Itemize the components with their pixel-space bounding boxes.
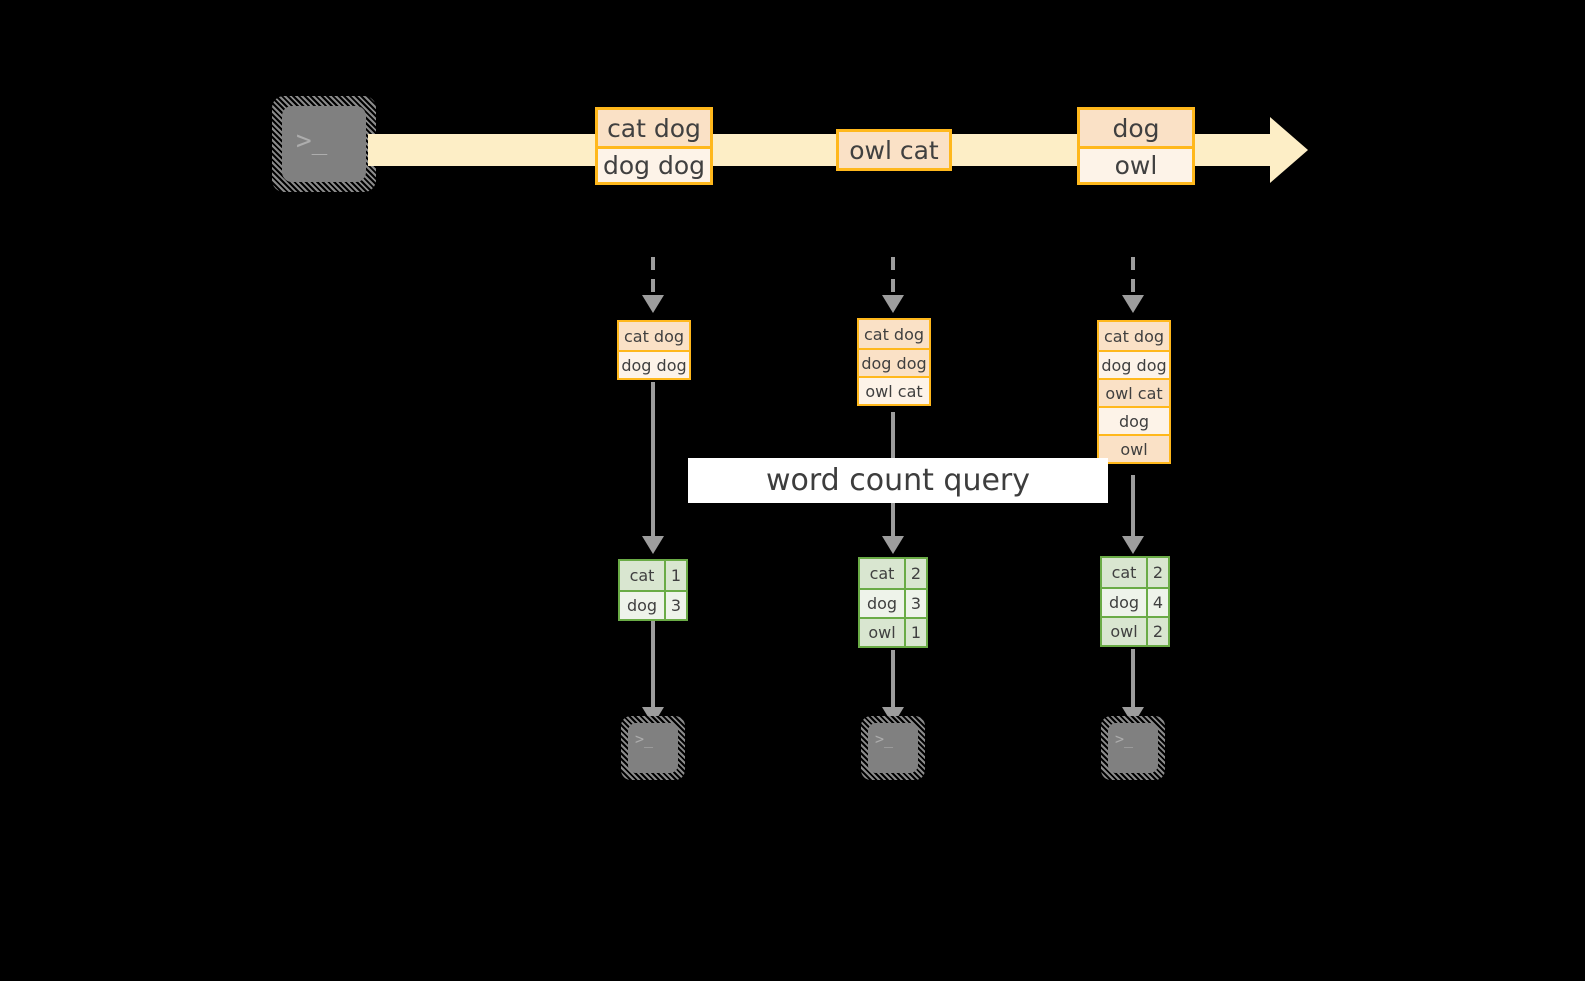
sink-terminal-icon-1[interactable]: >_ (621, 716, 685, 780)
stream-event-line: dog (1080, 110, 1192, 146)
sink-terminal-icon-2[interactable]: >_ (861, 716, 925, 780)
snapshot-1[interactable]: cat dog dog dog (617, 320, 691, 380)
result-count: 2 (1146, 618, 1168, 645)
result-count: 2 (1146, 558, 1168, 587)
stream-event-line: cat dog (598, 110, 710, 146)
query-connector-3-arrowhead (1122, 536, 1144, 554)
terminal-face (282, 106, 366, 182)
snapshot-line: owl cat (1099, 378, 1169, 406)
stream-event-group-2[interactable]: owl cat (836, 129, 952, 171)
result-count: 1 (664, 561, 686, 590)
table-row: dog 4 (1102, 587, 1168, 616)
query-label: word count query (688, 458, 1108, 503)
terminal-face (868, 723, 918, 773)
terminal-prompt-text: >_ (875, 730, 894, 748)
stream-band-segment-4 (1191, 134, 1270, 166)
dashed-connector-1 (651, 257, 655, 297)
result-word: dog (620, 592, 664, 619)
snapshot-line: dog (1099, 406, 1169, 434)
result-word: owl (860, 619, 904, 646)
table-row: cat 2 (1102, 558, 1168, 587)
dashed-connector-1-arrowhead (642, 295, 664, 313)
source-terminal-icon[interactable]: >_ (272, 96, 376, 192)
result-word: cat (1102, 558, 1146, 587)
result-count: 2 (904, 559, 926, 588)
stream-event-line: owl (1080, 146, 1192, 182)
dashed-connector-3-arrowhead (1122, 295, 1144, 313)
snapshot-line: dog dog (1099, 350, 1169, 378)
result-word: dog (860, 590, 904, 617)
result-word: owl (1102, 618, 1146, 645)
result-count: 3 (904, 590, 926, 617)
terminal-prompt-text: >_ (296, 126, 328, 156)
sink-terminal-icon-3[interactable]: >_ (1101, 716, 1165, 780)
table-row: owl 2 (1102, 616, 1168, 645)
table-row: dog 3 (860, 588, 926, 617)
snapshot-line: dog dog (619, 350, 689, 378)
result-table-3[interactable]: cat 2 dog 4 owl 2 (1100, 556, 1170, 647)
result-table-2[interactable]: cat 2 dog 3 owl 1 (858, 557, 928, 648)
query-connector-1 (651, 382, 655, 538)
stream-band-segment-1 (368, 134, 600, 166)
terminal-face (628, 723, 678, 773)
stream-event-line: dog dog (598, 146, 710, 182)
snapshot-line: cat dog (1099, 322, 1169, 350)
snapshot-3[interactable]: cat dog dog dog owl cat dog owl (1097, 320, 1171, 464)
stream-event-group-3[interactable]: dog owl (1077, 107, 1195, 185)
query-connector-3 (1131, 475, 1135, 538)
snapshot-line: owl cat (859, 376, 929, 404)
result-count: 3 (664, 592, 686, 619)
sink-connector-3 (1131, 649, 1135, 709)
stream-band-segment-2 (709, 134, 841, 166)
result-word: cat (860, 559, 904, 588)
result-count: 4 (1146, 589, 1168, 616)
result-word: dog (1102, 589, 1146, 616)
stream-event-group-1[interactable]: cat dog dog dog (595, 107, 713, 185)
terminal-face (1108, 723, 1158, 773)
stream-arrowhead (1270, 117, 1308, 183)
dashed-connector-2 (891, 257, 895, 297)
snapshot-line: cat dog (619, 322, 689, 350)
result-word: cat (620, 561, 664, 590)
terminal-prompt-text: >_ (1115, 730, 1134, 748)
stream-event-line: owl cat (839, 132, 949, 168)
table-row: cat 1 (620, 561, 686, 590)
table-row: cat 2 (860, 559, 926, 588)
table-row: owl 1 (860, 617, 926, 646)
result-count: 1 (904, 619, 926, 646)
result-table-1[interactable]: cat 1 dog 3 (618, 559, 688, 621)
query-connector-2-arrowhead (882, 536, 904, 554)
sink-connector-2 (891, 650, 895, 709)
stream-band-segment-3 (948, 134, 1081, 166)
snapshot-line: cat dog (859, 320, 929, 348)
query-connector-1-arrowhead (642, 536, 664, 554)
snapshot-2[interactable]: cat dog dog dog owl cat (857, 318, 931, 406)
snapshot-line: owl (1099, 434, 1169, 462)
dashed-connector-3 (1131, 257, 1135, 297)
table-row: dog 3 (620, 590, 686, 619)
query-label-text: word count query (765, 463, 1031, 498)
snapshot-line: dog dog (859, 348, 929, 376)
dashed-connector-2-arrowhead (882, 295, 904, 313)
sink-connector-1 (651, 621, 655, 709)
terminal-prompt-text: >_ (635, 730, 654, 748)
